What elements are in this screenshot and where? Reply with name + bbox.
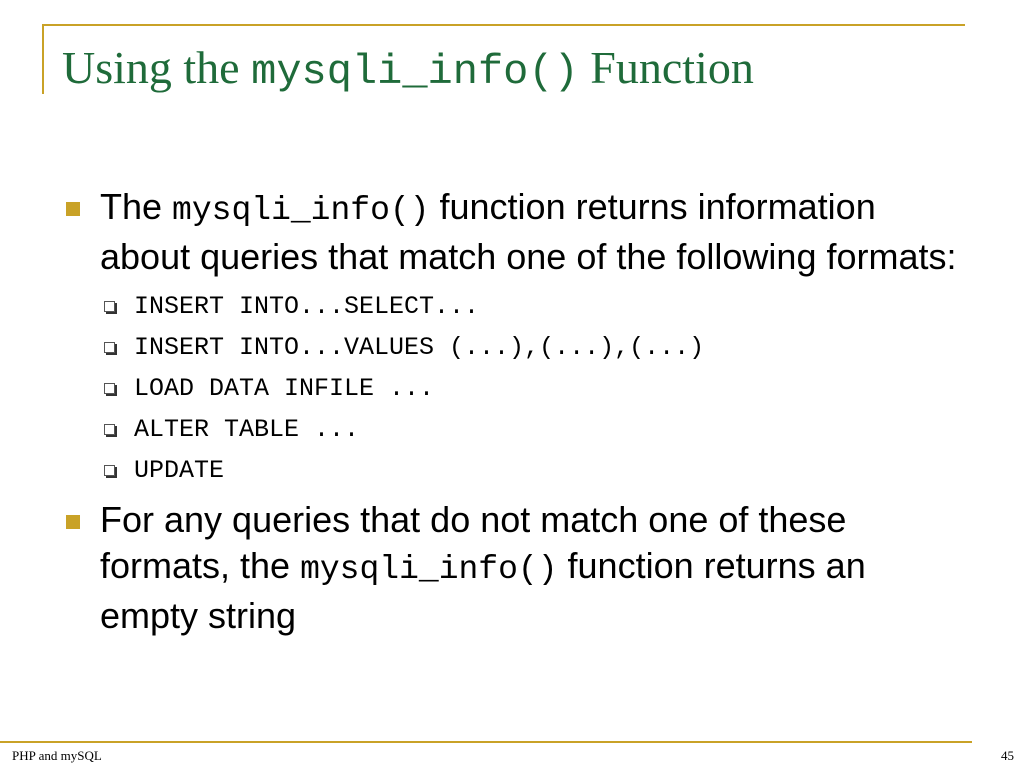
hollow-square-bullet-icon bbox=[104, 424, 115, 435]
footer-rule bbox=[0, 741, 972, 743]
square-bullet-icon bbox=[66, 202, 80, 216]
list-item-text: INSERT INTO...SELECT... bbox=[134, 292, 480, 321]
bullet-2-code: mysqli_info() bbox=[300, 551, 558, 588]
list-item: UPDATE bbox=[100, 450, 962, 491]
hollow-square-bullet-icon bbox=[104, 342, 115, 353]
list-item-text: ALTER TABLE ... bbox=[134, 415, 360, 444]
bullet-1-prefix: The bbox=[100, 186, 173, 227]
list-item-text: UPDATE bbox=[134, 456, 225, 485]
frame-top-rule bbox=[42, 24, 965, 26]
bullet-2: For any queries that do not match one of… bbox=[62, 497, 962, 639]
bullet-1-suffix: function returns information about queri… bbox=[100, 186, 957, 277]
bullet-2-prefix: For any queries that do not match one of… bbox=[100, 499, 847, 586]
slide-title: Using the mysqli_info() Function bbox=[62, 38, 754, 102]
title-suffix: Function bbox=[578, 42, 754, 93]
frame-left-rule bbox=[42, 24, 44, 94]
bullet-1-code: mysqli_info() bbox=[172, 192, 430, 229]
list-item-text: LOAD DATA INFILE ... bbox=[134, 374, 435, 403]
hollow-square-bullet-icon bbox=[104, 383, 115, 394]
list-item: INSERT INTO...SELECT... bbox=[100, 286, 962, 327]
hollow-square-bullet-icon bbox=[104, 301, 115, 312]
bullet-1: The mysqli_info() function returns infor… bbox=[62, 184, 962, 280]
sql-format-list: INSERT INTO...SELECT... INSERT INTO...VA… bbox=[100, 286, 962, 491]
title-code: mysqli_info() bbox=[251, 48, 579, 96]
page-number: 45 bbox=[1001, 748, 1014, 763]
title-prefix: Using the bbox=[62, 42, 252, 93]
slide-content: The mysqli_info() function returns infor… bbox=[62, 184, 962, 639]
list-item: INSERT INTO...VALUES (...),(...),(...) bbox=[100, 327, 962, 368]
list-item: LOAD DATA INFILE ... bbox=[100, 368, 962, 409]
bullet-2-suffix: function returns an empty string bbox=[100, 545, 866, 636]
square-bullet-icon bbox=[66, 515, 80, 529]
hollow-square-bullet-icon bbox=[104, 465, 115, 476]
list-item: ALTER TABLE ... bbox=[100, 409, 962, 450]
footer-title: PHP and mySQL bbox=[12, 748, 102, 763]
list-item-text: INSERT INTO...VALUES (...),(...),(...) bbox=[134, 333, 705, 362]
